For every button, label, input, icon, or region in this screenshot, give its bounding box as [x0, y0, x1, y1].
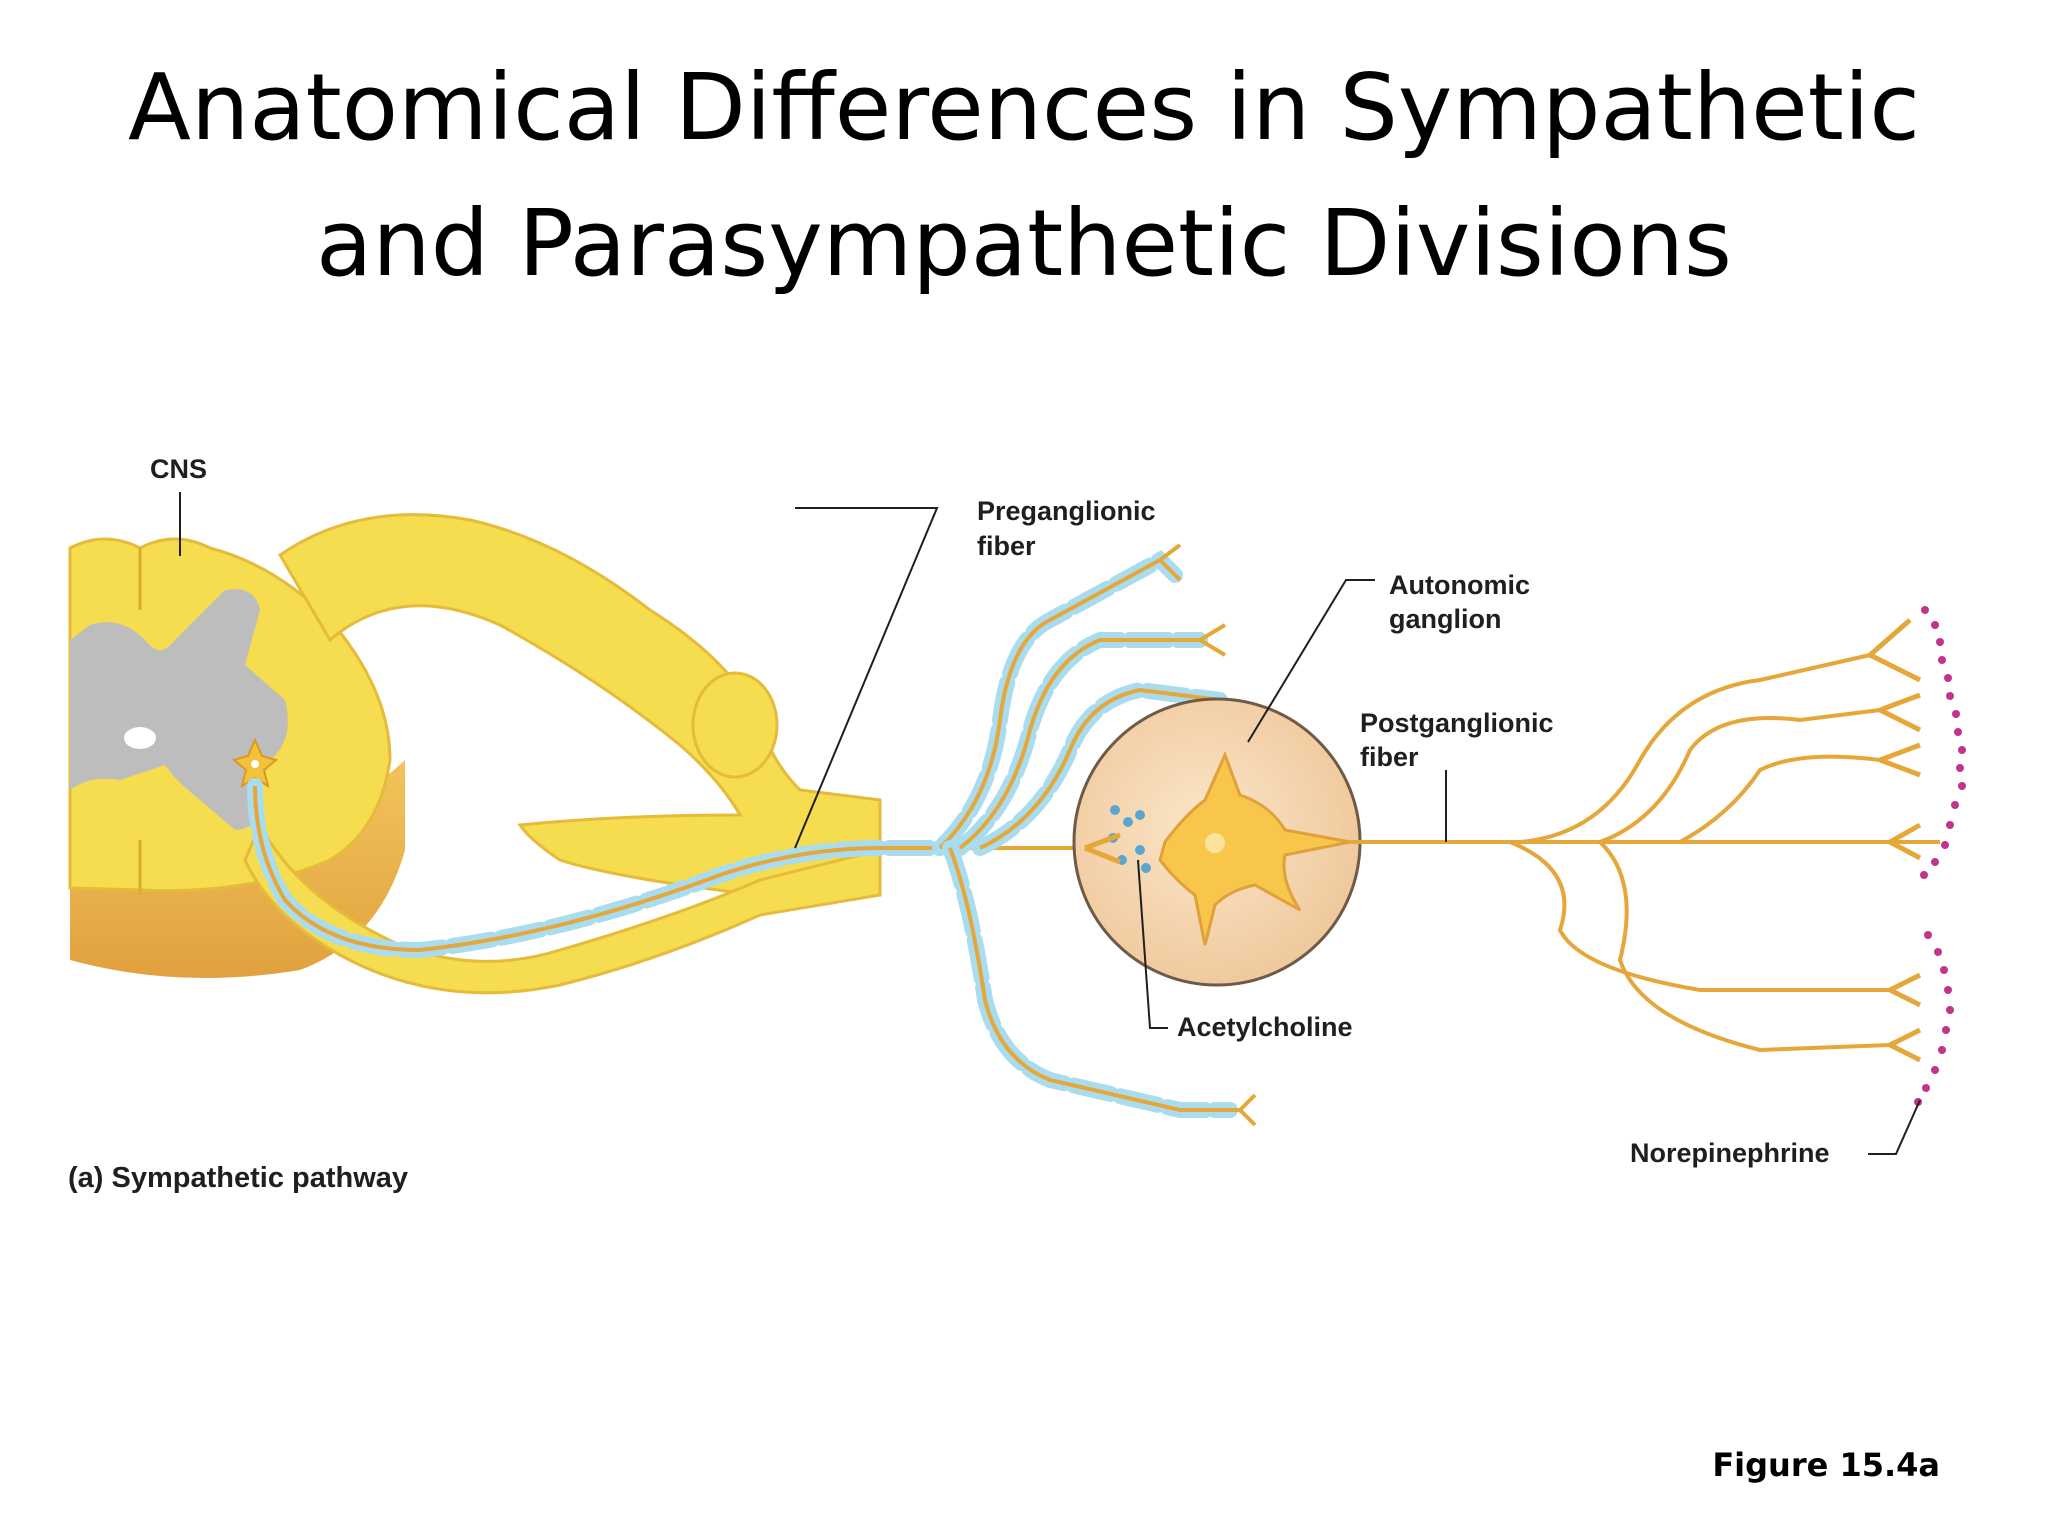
dorsal-root [277, 513, 882, 902]
label-norepinephrine: Norepinephrine [1630, 1138, 1830, 1168]
label-acetylcholine: Acetylcholine [1177, 1012, 1353, 1042]
slide-title: Anatomical Differences in Sympathetic an… [0, 40, 2048, 312]
label-postganglionic-line2: fiber [1360, 742, 1419, 772]
postganglionic-fiber [1350, 653, 1940, 1053]
slide-title-line-1: Anatomical Differences in Sympathetic [128, 54, 1920, 161]
label-panel-title: (a) Sympathetic pathway [68, 1162, 408, 1194]
autonomic-ganglion [1072, 697, 1362, 987]
central-canal [124, 727, 156, 749]
figure-number: Figure 15.4a [1712, 1446, 1940, 1484]
label-preganglionic-line1: Preganglionic [977, 496, 1156, 526]
norepinephrine-dots-upper [1920, 606, 1966, 879]
spinal-cord-gray-matter [70, 589, 288, 830]
label-preganglionic-line2: fiber [977, 531, 1036, 561]
label-postganglionic-line1: Postganglionic [1360, 708, 1554, 738]
preganglionic-branches [932, 543, 1257, 1127]
norepinephrine-terminals [1868, 606, 1966, 1106]
postganglionic-neuron [1158, 751, 1351, 946]
diagram-labels: CNS Preganglionic fiber Autonomic gangli… [68, 454, 1830, 1194]
leader-lines [179, 492, 1921, 1155]
slide-title-line-2: and Parasympathetic Divisions [316, 190, 1732, 297]
preganglionic-cell-body [231, 737, 279, 789]
spinal-cord [68, 537, 405, 978]
label-autonomic-line1: Autonomic [1389, 570, 1530, 600]
label-autonomic-line2: ganglion [1389, 604, 1501, 634]
label-cns: CNS [150, 454, 207, 484]
dorsal-root-ganglion [691, 671, 779, 779]
norepinephrine-dots-lower [1914, 931, 1954, 1106]
